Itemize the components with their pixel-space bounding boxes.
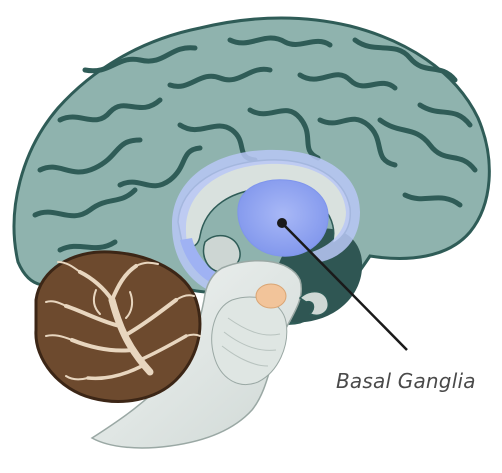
pons xyxy=(212,297,287,385)
basal-ganglia-label: Basal Ganglia xyxy=(336,369,476,393)
pituitary xyxy=(256,284,286,308)
